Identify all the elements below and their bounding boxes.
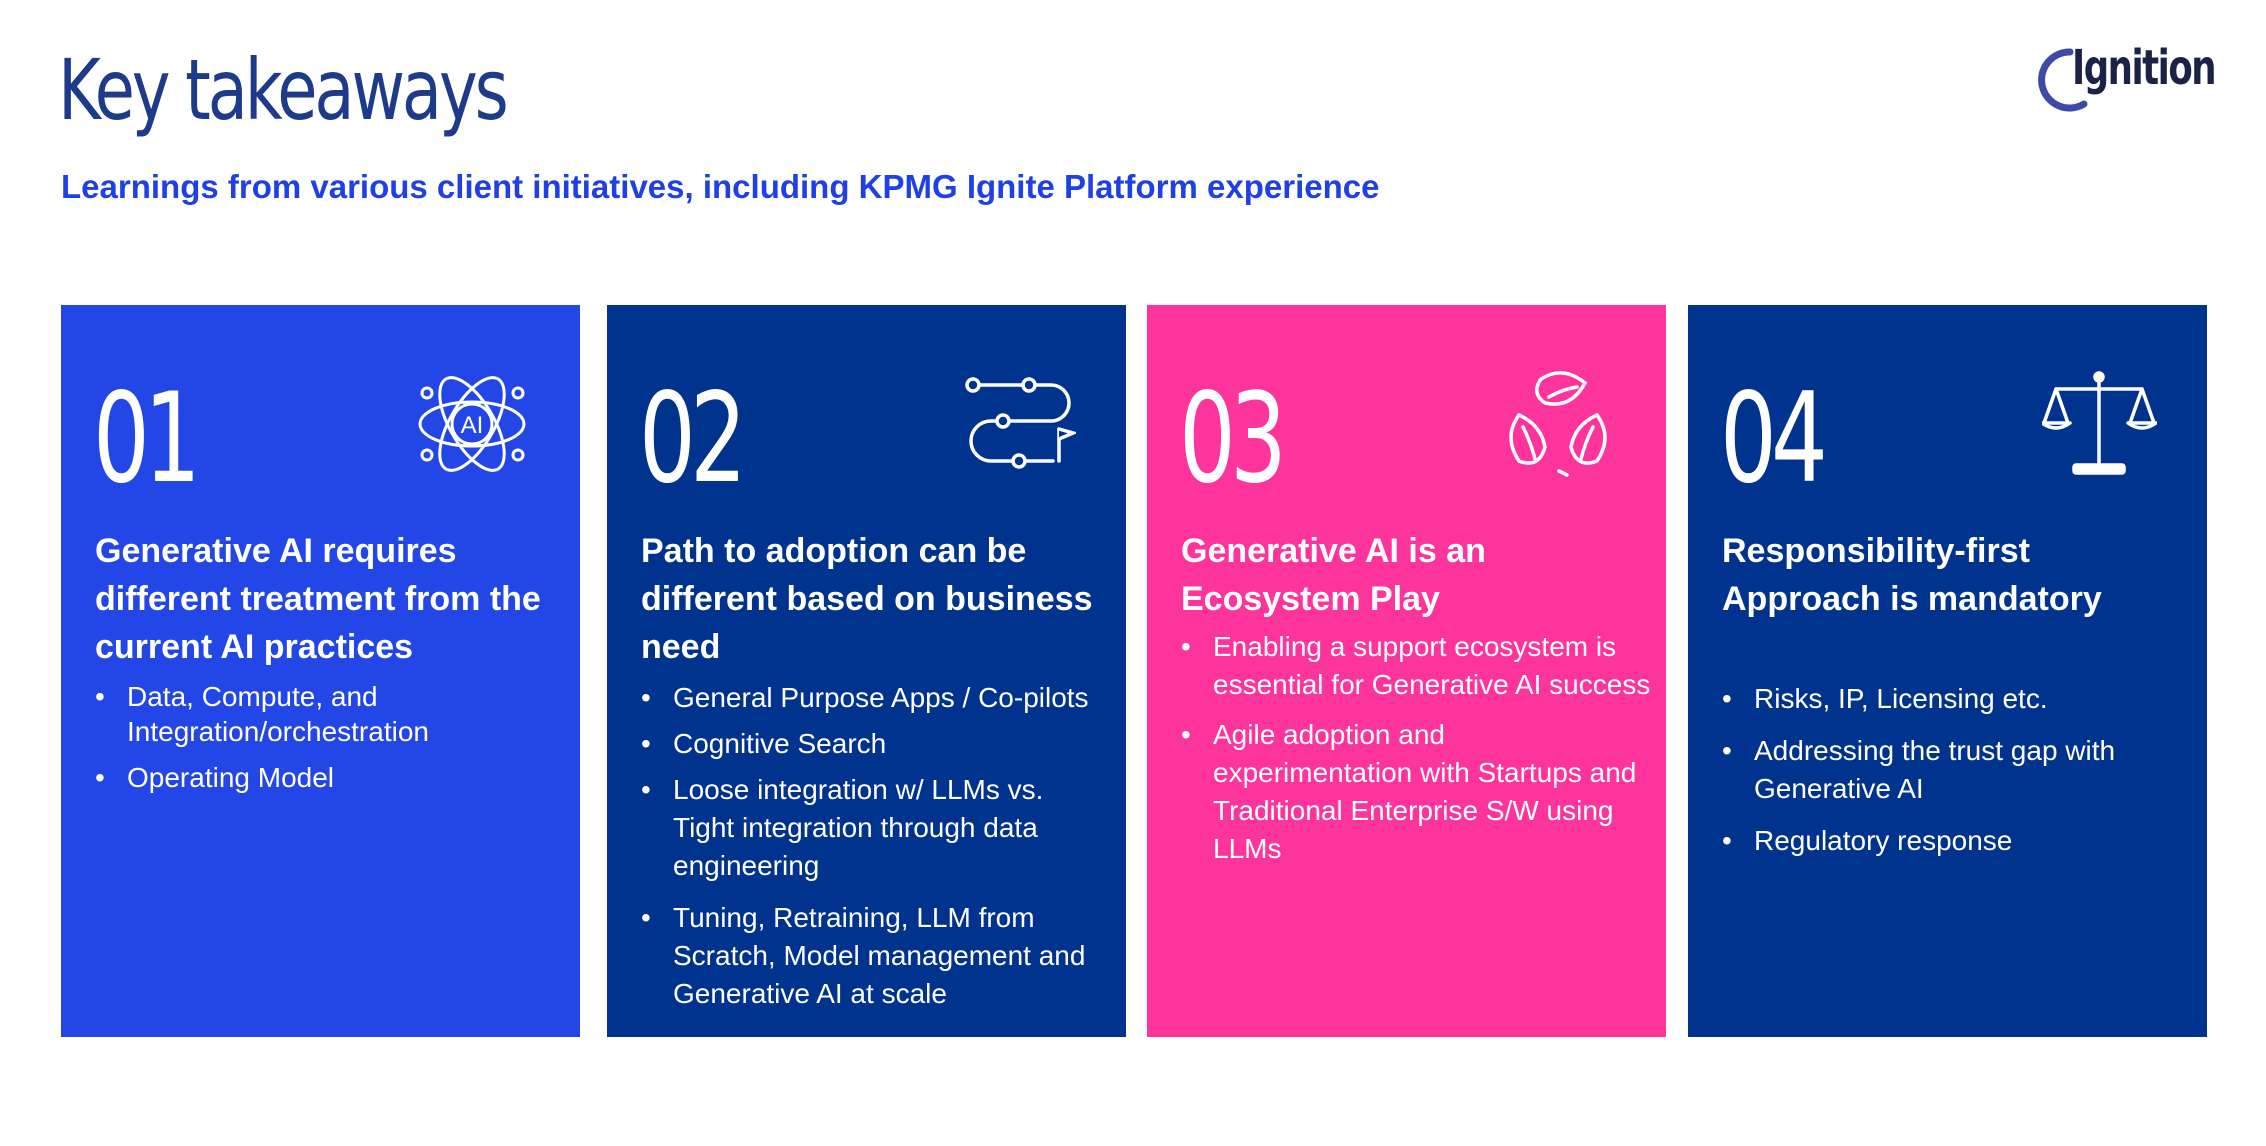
card-number: 03	[1179, 367, 1287, 511]
card-title: Generative AI is an Ecosystem Play	[1181, 532, 1486, 618]
list-item: Enabling a support ecosystem is essentia…	[1181, 628, 1651, 704]
takeaway-card-01: 01 AI Generative AI requires different t…	[61, 305, 580, 1037]
card-number: 04	[1720, 367, 1828, 511]
list-item: Agile adoption and experimentation with …	[1181, 716, 1651, 868]
takeaway-card-04: 04 Responsibility-first Approach is mand…	[1688, 305, 2207, 1037]
card-title: Generative AI requires different treatme…	[95, 532, 541, 666]
card-number: 01	[93, 367, 201, 511]
card-title: Path to adoption can be different based …	[641, 532, 1093, 666]
takeaway-card-03: 03 Generative AI is an Ecosystem Play En…	[1147, 305, 1666, 1037]
list-item: Operating Model	[95, 759, 565, 797]
list-item: Tuning, Retraining, LLM from Scratch, Mo…	[641, 899, 1111, 1013]
list-item: Regulatory response	[1722, 822, 2192, 860]
scales-icon	[2042, 371, 2157, 475]
list-item: Loose integration w/ LLMs vs. Tight inte…	[641, 771, 1111, 885]
atom-ai-icon: AI	[418, 376, 526, 472]
card-number: 02	[639, 367, 747, 511]
list-item: General Purpose Apps / Co-pilots	[641, 679, 1111, 717]
card-bullet-list: General Purpose Apps / Co-pilots Cogniti…	[641, 679, 1111, 1021]
card-bullet-list: Enabling a support ecosystem is essentia…	[1181, 628, 1651, 880]
logo-arc-icon	[2038, 48, 2088, 112]
card-title: Responsibility-first Approach is mandato…	[1722, 532, 2102, 618]
list-item: Risks, IP, Licensing etc.	[1722, 680, 2192, 718]
page-subtitle: Learnings from various client initiative…	[61, 168, 1380, 205]
svg-text:AI: AI	[461, 412, 484, 439]
page-title: Key takeaways	[58, 41, 509, 139]
ignition-logo: Ignition	[2030, 38, 2220, 118]
card-bullet-list: Data, Compute, and Integration/orchestra…	[95, 679, 565, 807]
list-item: Data, Compute, and Integration/orchestra…	[95, 679, 565, 749]
logo-text: Ignition	[2072, 40, 2217, 96]
list-item: Addressing the trust gap with Generative…	[1722, 732, 2192, 808]
card-bullet-list: Risks, IP, Licensing etc. Addressing the…	[1722, 680, 2192, 874]
takeaway-card-02: 02 Path to adoption can be different bas…	[607, 305, 1126, 1037]
leaf-cycle-icon	[1509, 371, 1607, 477]
list-item: Cognitive Search	[641, 725, 1111, 763]
path-flag-icon	[965, 377, 1076, 469]
